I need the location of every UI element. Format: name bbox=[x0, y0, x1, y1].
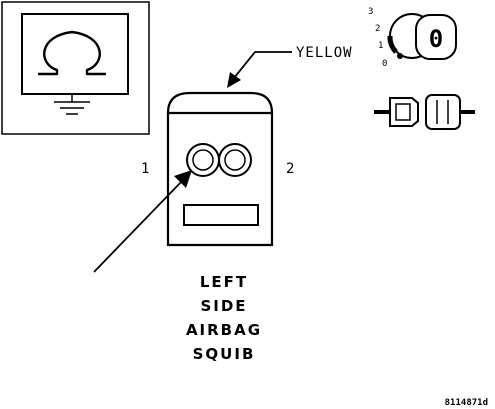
ignition-position-2: 2 bbox=[375, 24, 380, 34]
component-name-line-1: LEFT bbox=[200, 273, 248, 291]
pointer-arrow bbox=[93, 170, 192, 273]
component-name-line-2: SIDE bbox=[200, 297, 247, 315]
pin-1-socket bbox=[186, 143, 220, 177]
disconnected-connector-icon bbox=[374, 94, 475, 130]
squib-connector bbox=[166, 91, 274, 247]
component-name-line-3: AIRBAG bbox=[186, 321, 262, 339]
ohmmeter-icon bbox=[1, 1, 150, 135]
component-name-line-4: SQUIB bbox=[193, 345, 256, 363]
ignition-position-0: 0 bbox=[382, 59, 387, 69]
pin-2-socket bbox=[218, 143, 252, 177]
pin-label-1: 1 bbox=[141, 161, 149, 177]
key-glyph: 0 bbox=[429, 25, 443, 53]
wire-color-label: YELLOW bbox=[296, 45, 353, 61]
pin-label-2: 2 bbox=[286, 161, 294, 177]
figure-code: 8114871d bbox=[445, 398, 488, 408]
connector-lock-slot bbox=[183, 204, 259, 226]
ignition-key-icon: 3 2 1 0 0 bbox=[368, 7, 457, 69]
wire-callout: YELLOW bbox=[227, 45, 353, 88]
ignition-position-1: 1 bbox=[378, 41, 383, 51]
ignition-position-3: 3 bbox=[368, 7, 373, 17]
